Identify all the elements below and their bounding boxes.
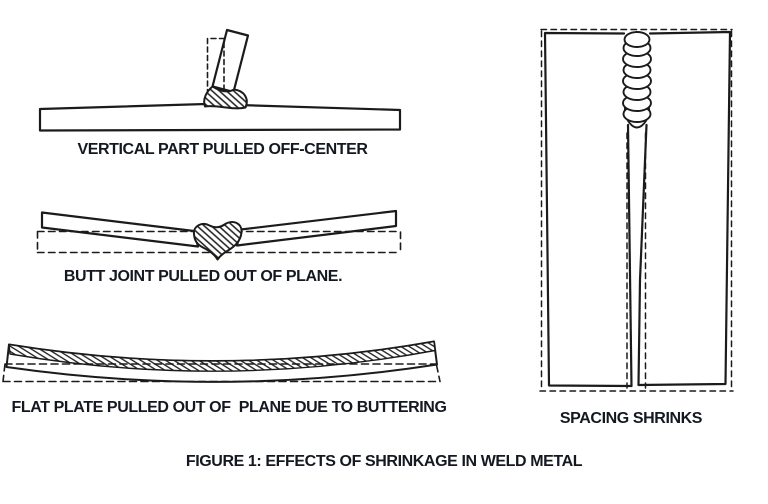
left-plate [543, 31, 633, 388]
caption-butt-joint: BUTT JOINT PULLED OUT OF PLANE. [63, 268, 343, 285]
original-position-dashes [2, 363, 441, 383]
weld-bead [622, 31, 652, 129]
caption-tee-joint: VERTICAL PART PULLED OFF-CENTER [77, 141, 368, 158]
original-position-dashes [206, 37, 225, 104]
caption-spacing-shrinks: SPACING SHRINKS [559, 410, 703, 427]
caption-buttered-plate: FLAT PLATE PULLED OUT OF PLANE DUE TO BU… [11, 399, 447, 416]
tee-joint-drawing [38, 28, 402, 132]
buttered-plate-drawing [2, 340, 441, 383]
base-plate [38, 102, 402, 132]
butt-joint-drawing [36, 209, 402, 261]
weld-bead [192, 221, 243, 261]
figure-title: FIGURE 1: EFFECTS OF SHRINKAGE IN WELD M… [185, 453, 583, 470]
original-position-dashes [539, 28, 734, 392]
right-plate [235, 209, 398, 247]
vertical-part [211, 28, 250, 94]
spacing-shrinks-drawing [539, 28, 734, 392]
weld-bead-segment [623, 31, 651, 48]
right-plate [637, 30, 732, 387]
left-plate [40, 211, 200, 248]
weld-bead [203, 85, 248, 110]
